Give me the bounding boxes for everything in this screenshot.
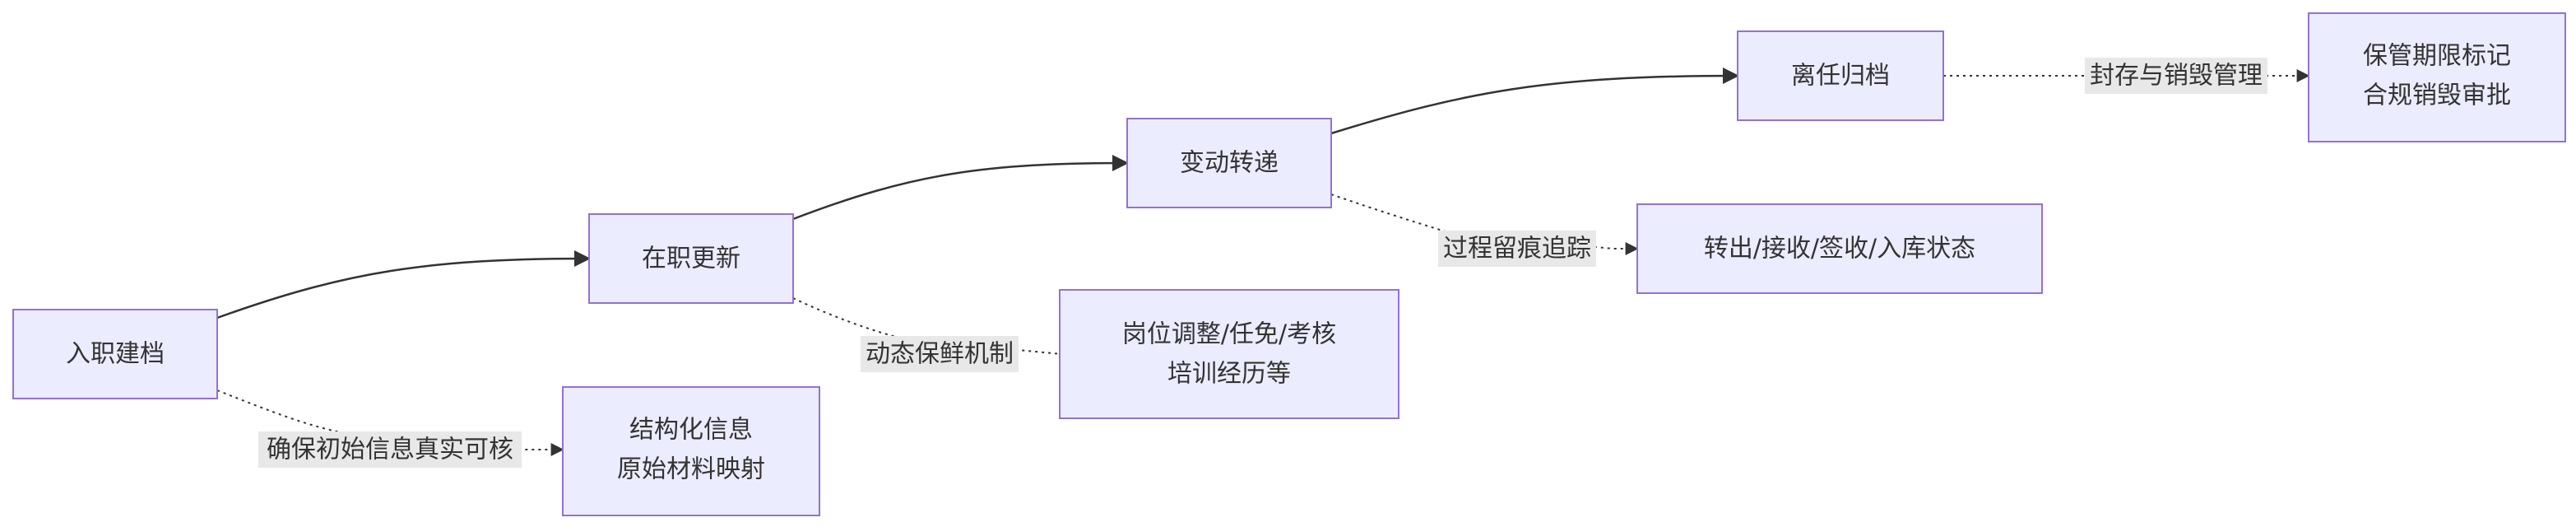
svg-text:入职建档: 入职建档 <box>66 340 165 369</box>
node-departure[interactable]: 离任归档 <box>1737 30 1944 121</box>
svg-text:转出/接收/签收/入库状态: 转出/接收/签收/入库状态 <box>1704 235 1975 264</box>
svg-text:离任归档: 离任归档 <box>1791 62 1890 91</box>
svg-text:保管期限标记: 保管期限标记 <box>2363 42 2511 71</box>
svg-text:变动转递: 变动转递 <box>1180 149 1279 178</box>
edge-onboarding-to-in-service <box>216 250 591 319</box>
node-onboarding[interactable]: 入职建档 <box>12 309 218 399</box>
node-retention[interactable]: 保管期限标记 合规销毁审批 <box>2308 12 2566 142</box>
svg-text:结构化信息: 结构化信息 <box>629 416 753 445</box>
node-in-service[interactable]: 在职更新 <box>588 213 794 304</box>
edge-label-fresh: 动态保鲜机制 <box>861 336 1019 372</box>
svg-text:合规销毁审批: 合规销毁审批 <box>2363 82 2511 110</box>
svg-text:原始材料映射: 原始材料映射 <box>617 455 765 484</box>
edge-label-verify: 确保初始信息真实可核 <box>258 431 522 468</box>
node-transfer-status[interactable]: 转出/接收/签收/入库状态 <box>1636 203 2043 294</box>
svg-text:动态保鲜机制: 动态保鲜机制 <box>866 340 1014 369</box>
edge-label-archive: 封存与销毁管理 <box>2085 58 2267 94</box>
edge-label-trace: 过程留痕追踪 <box>1438 231 1596 267</box>
node-transfer[interactable]: 变动转递 <box>1126 118 1332 208</box>
edge-transfer-to-transfer-status <box>1330 194 1639 255</box>
edge-in-service-to-transfer <box>792 155 1129 221</box>
edge-transfer-to-departure <box>1330 68 1739 135</box>
svg-text:培训经历等: 培训经历等 <box>1167 360 1291 389</box>
svg-text:确保初始信息真实可核: 确保初始信息真实可核 <box>267 436 513 464</box>
svg-text:在职更新: 在职更新 <box>642 245 740 273</box>
svg-text:岗位调整/任免/考核: 岗位调整/任免/考核 <box>1122 320 1336 349</box>
svg-text:封存与销毁管理: 封存与销毁管理 <box>2090 62 2263 91</box>
svg-text:过程留痕追踪: 过程留痕追踪 <box>1443 235 1591 264</box>
node-structured-info[interactable]: 结构化信息 原始材料映射 <box>562 386 820 516</box>
node-job-adjust[interactable]: 岗位调整/任免/考核 培训经历等 <box>1059 289 1399 419</box>
